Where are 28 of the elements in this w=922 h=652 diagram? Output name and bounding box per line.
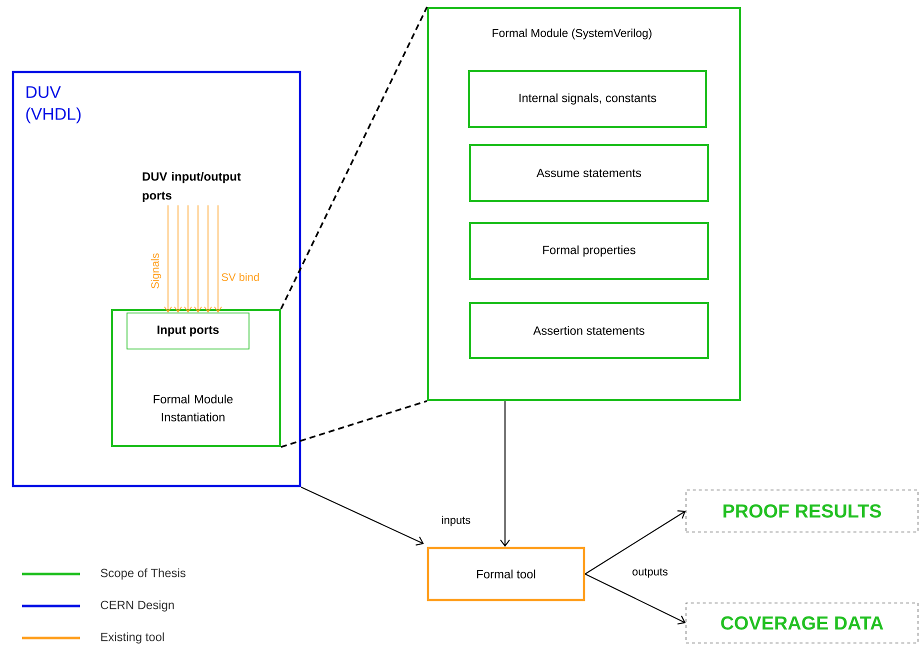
- arrow: [500, 401, 510, 547]
- legend-text: Scope of Thesis: [100, 568, 186, 580]
- legend-text: Existing tool: [101, 632, 164, 644]
- arrow: [300, 486, 424, 546]
- edge-label: inputs: [440, 514, 472, 528]
- edge-label: outputs: [631, 567, 669, 579]
- zoom-line: [280, 6, 428, 310]
- signal-arrow: [164, 306, 172, 313]
- module-item-box: Assume statements: [469, 144, 709, 202]
- arrow: [584, 574, 686, 625]
- edge-label: Signals: [150, 253, 162, 288]
- module-item-box: Internal signals, constants: [468, 70, 707, 128]
- tool-box: Formal tool: [426, 546, 586, 602]
- output-box: PROOF RESULTS: [686, 490, 918, 532]
- legend-text: CERN Design: [100, 600, 174, 612]
- module-item-box: Formal properties: [469, 222, 709, 280]
- edge-label: SV bind: [222, 272, 259, 282]
- zoom-line: [280, 400, 428, 448]
- port-label: DUV input/output ports: [142, 172, 241, 202]
- arrow: [584, 510, 686, 574]
- signal-arrow: [214, 306, 222, 313]
- module-item-box: Assertion statements: [469, 302, 709, 359]
- signal-arrow: [204, 306, 212, 313]
- output-box: COVERAGE DATA: [686, 602, 918, 644]
- signal-arrow: [194, 306, 202, 313]
- input-ports-box: Input ports: [126, 312, 250, 350]
- signal-arrow: [174, 306, 182, 313]
- signal-arrow: [184, 306, 192, 313]
